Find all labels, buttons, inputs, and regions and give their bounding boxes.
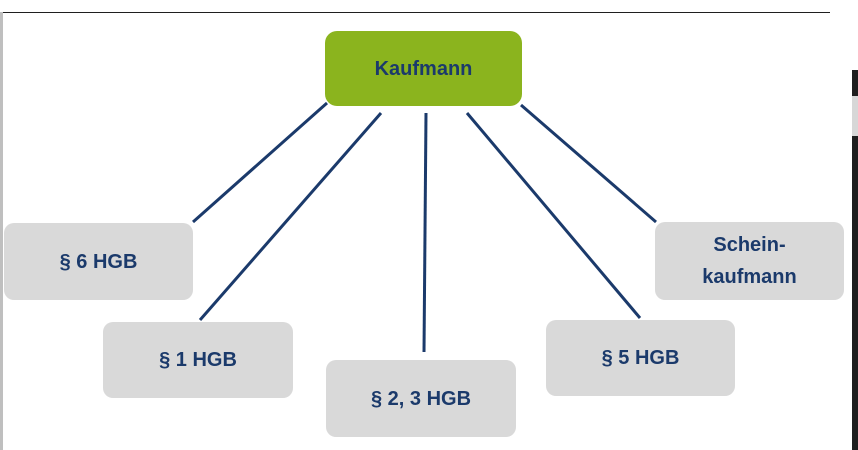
top-divider-line: [0, 0, 830, 13]
child-node-p6: § 6 HGB: [4, 223, 193, 300]
connector-to-p23: [422, 112, 428, 353]
root-node-kaufmann: Kaufmann: [325, 31, 522, 106]
connector-to-schein: [520, 103, 657, 224]
right-edge-bar: [852, 0, 858, 450]
right-edge-gap: [852, 0, 858, 70]
child-node-p1: § 1 HGB: [103, 322, 293, 398]
left-edge-bar: [0, 12, 3, 450]
child-node-p5: § 5 HGB: [546, 320, 735, 396]
child-node-scheinkaufmann: Schein- kaufmann: [655, 222, 844, 300]
connector-to-p5: [465, 112, 642, 319]
connector-to-p1: [198, 112, 383, 321]
child-node-p23: § 2, 3 HGB: [326, 360, 516, 437]
connector-to-p6: [192, 101, 328, 224]
right-edge-marker: [852, 96, 858, 136]
